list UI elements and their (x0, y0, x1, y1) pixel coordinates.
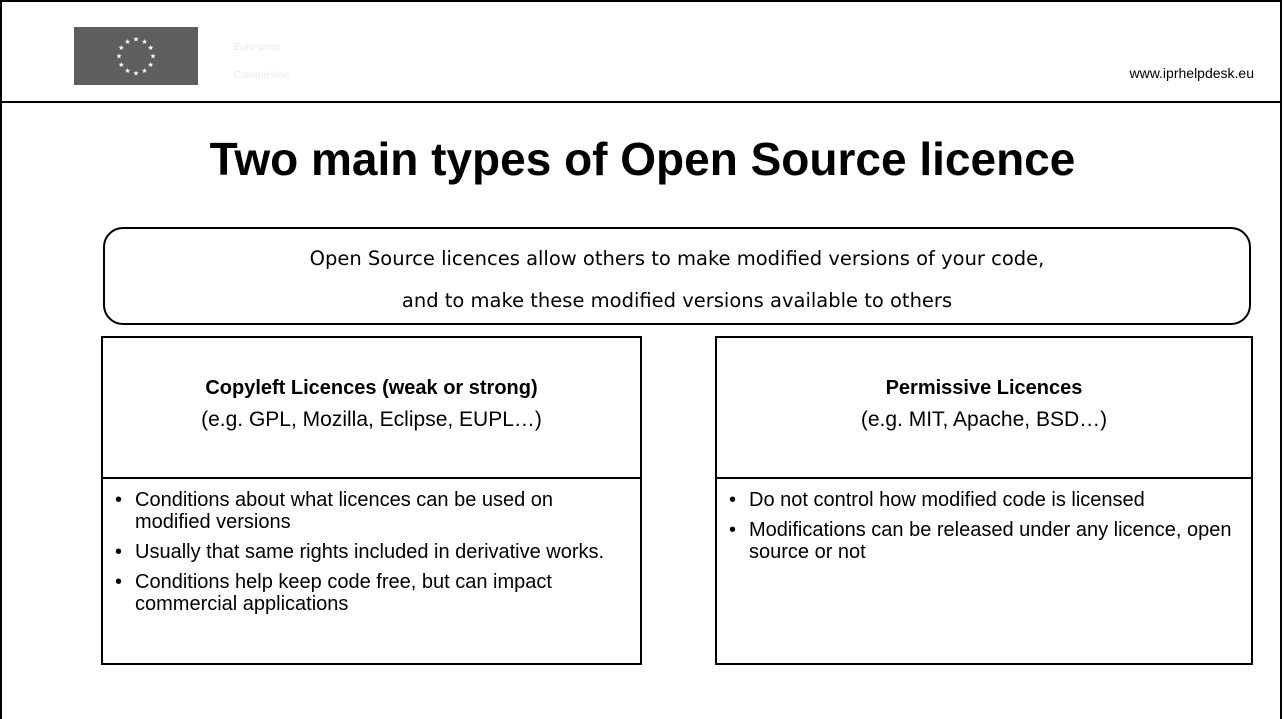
flag-star-icon: ★ (150, 53, 156, 61)
slide-header: ★★★★★★★★★★★★ Euro-pean Commission www.ip… (2, 2, 1280, 103)
flag-star-icon: ★ (118, 44, 124, 52)
bullet-icon: • (115, 571, 123, 593)
copyleft-details-box: • Conditions about what licences can be u… (101, 477, 642, 665)
list-item-text: Conditions about what licences can be us… (135, 489, 554, 533)
intro-line-1: Open Source licences allow others to mak… (309, 247, 1045, 270)
faint-logo-text-2: Commission (234, 70, 290, 81)
flag-star-icon: ★ (124, 38, 130, 46)
permissive-details-box: • Do not control how modified code is lic… (715, 477, 1253, 665)
list-item: • Modifications can be released under any… (725, 519, 1237, 563)
list-item: • Usually that same rights included in de… (111, 541, 626, 563)
website-url: www.iprhelpdesk.eu (1129, 65, 1254, 81)
intro-line-2: and to make these modified versions avai… (401, 289, 953, 312)
list-item: • Conditions help keep code free, but can… (111, 571, 626, 615)
flag-star-icon: ★ (118, 61, 124, 69)
flag-star-icon: ★ (133, 36, 139, 44)
intro-box: Open Source licences allow others to mak… (103, 227, 1251, 325)
copyleft-examples: (e.g. GPL, Mozilla, Eclipse, EUPL…) (201, 408, 542, 431)
copyleft-bullet-list: • Conditions about what licences can be u… (111, 489, 626, 623)
permissive-title: Permissive Licences (885, 377, 1083, 399)
flag-star-icon: ★ (116, 53, 122, 61)
bullet-icon: • (729, 519, 737, 541)
bullet-icon: • (115, 541, 123, 563)
faint-logo-text-1: Euro-pean (234, 42, 281, 53)
list-item-text: Modifications can be released under any … (749, 519, 1232, 563)
list-item-text: Do not control how modified code is lice… (749, 489, 1145, 511)
bullet-icon: • (115, 489, 123, 511)
list-item-text: Usually that same rights included in der… (135, 541, 605, 563)
permissive-header-box: Permissive Licences (e.g. MIT, Apache, B… (715, 336, 1253, 479)
list-item: • Conditions about what licences can be u… (111, 489, 626, 533)
bullet-icon: • (729, 489, 737, 511)
list-item-text: Conditions help keep code free, but can … (135, 571, 552, 615)
flag-star-icon: ★ (148, 61, 154, 69)
flag-star-icon: ★ (148, 44, 154, 52)
flag-star-icon: ★ (124, 67, 130, 75)
flag-star-icon: ★ (141, 67, 147, 75)
copyleft-header-box: Copyleft Licences (weak or strong) (e.g.… (101, 336, 642, 479)
copyleft-title: Copyleft Licences (weak or strong) (205, 377, 538, 399)
list-item: • Do not control how modified code is lic… (725, 489, 1237, 511)
flag-star-icon: ★ (133, 70, 139, 78)
flag-star-icon: ★ (141, 38, 147, 46)
eu-flag-icon: ★★★★★★★★★★★★ (74, 27, 198, 85)
slide-title: Two main types of Open Source licence (209, 133, 1076, 185)
permissive-examples: (e.g. MIT, Apache, BSD…) (860, 408, 1108, 431)
permissive-bullet-list: • Do not control how modified code is lic… (725, 489, 1237, 571)
